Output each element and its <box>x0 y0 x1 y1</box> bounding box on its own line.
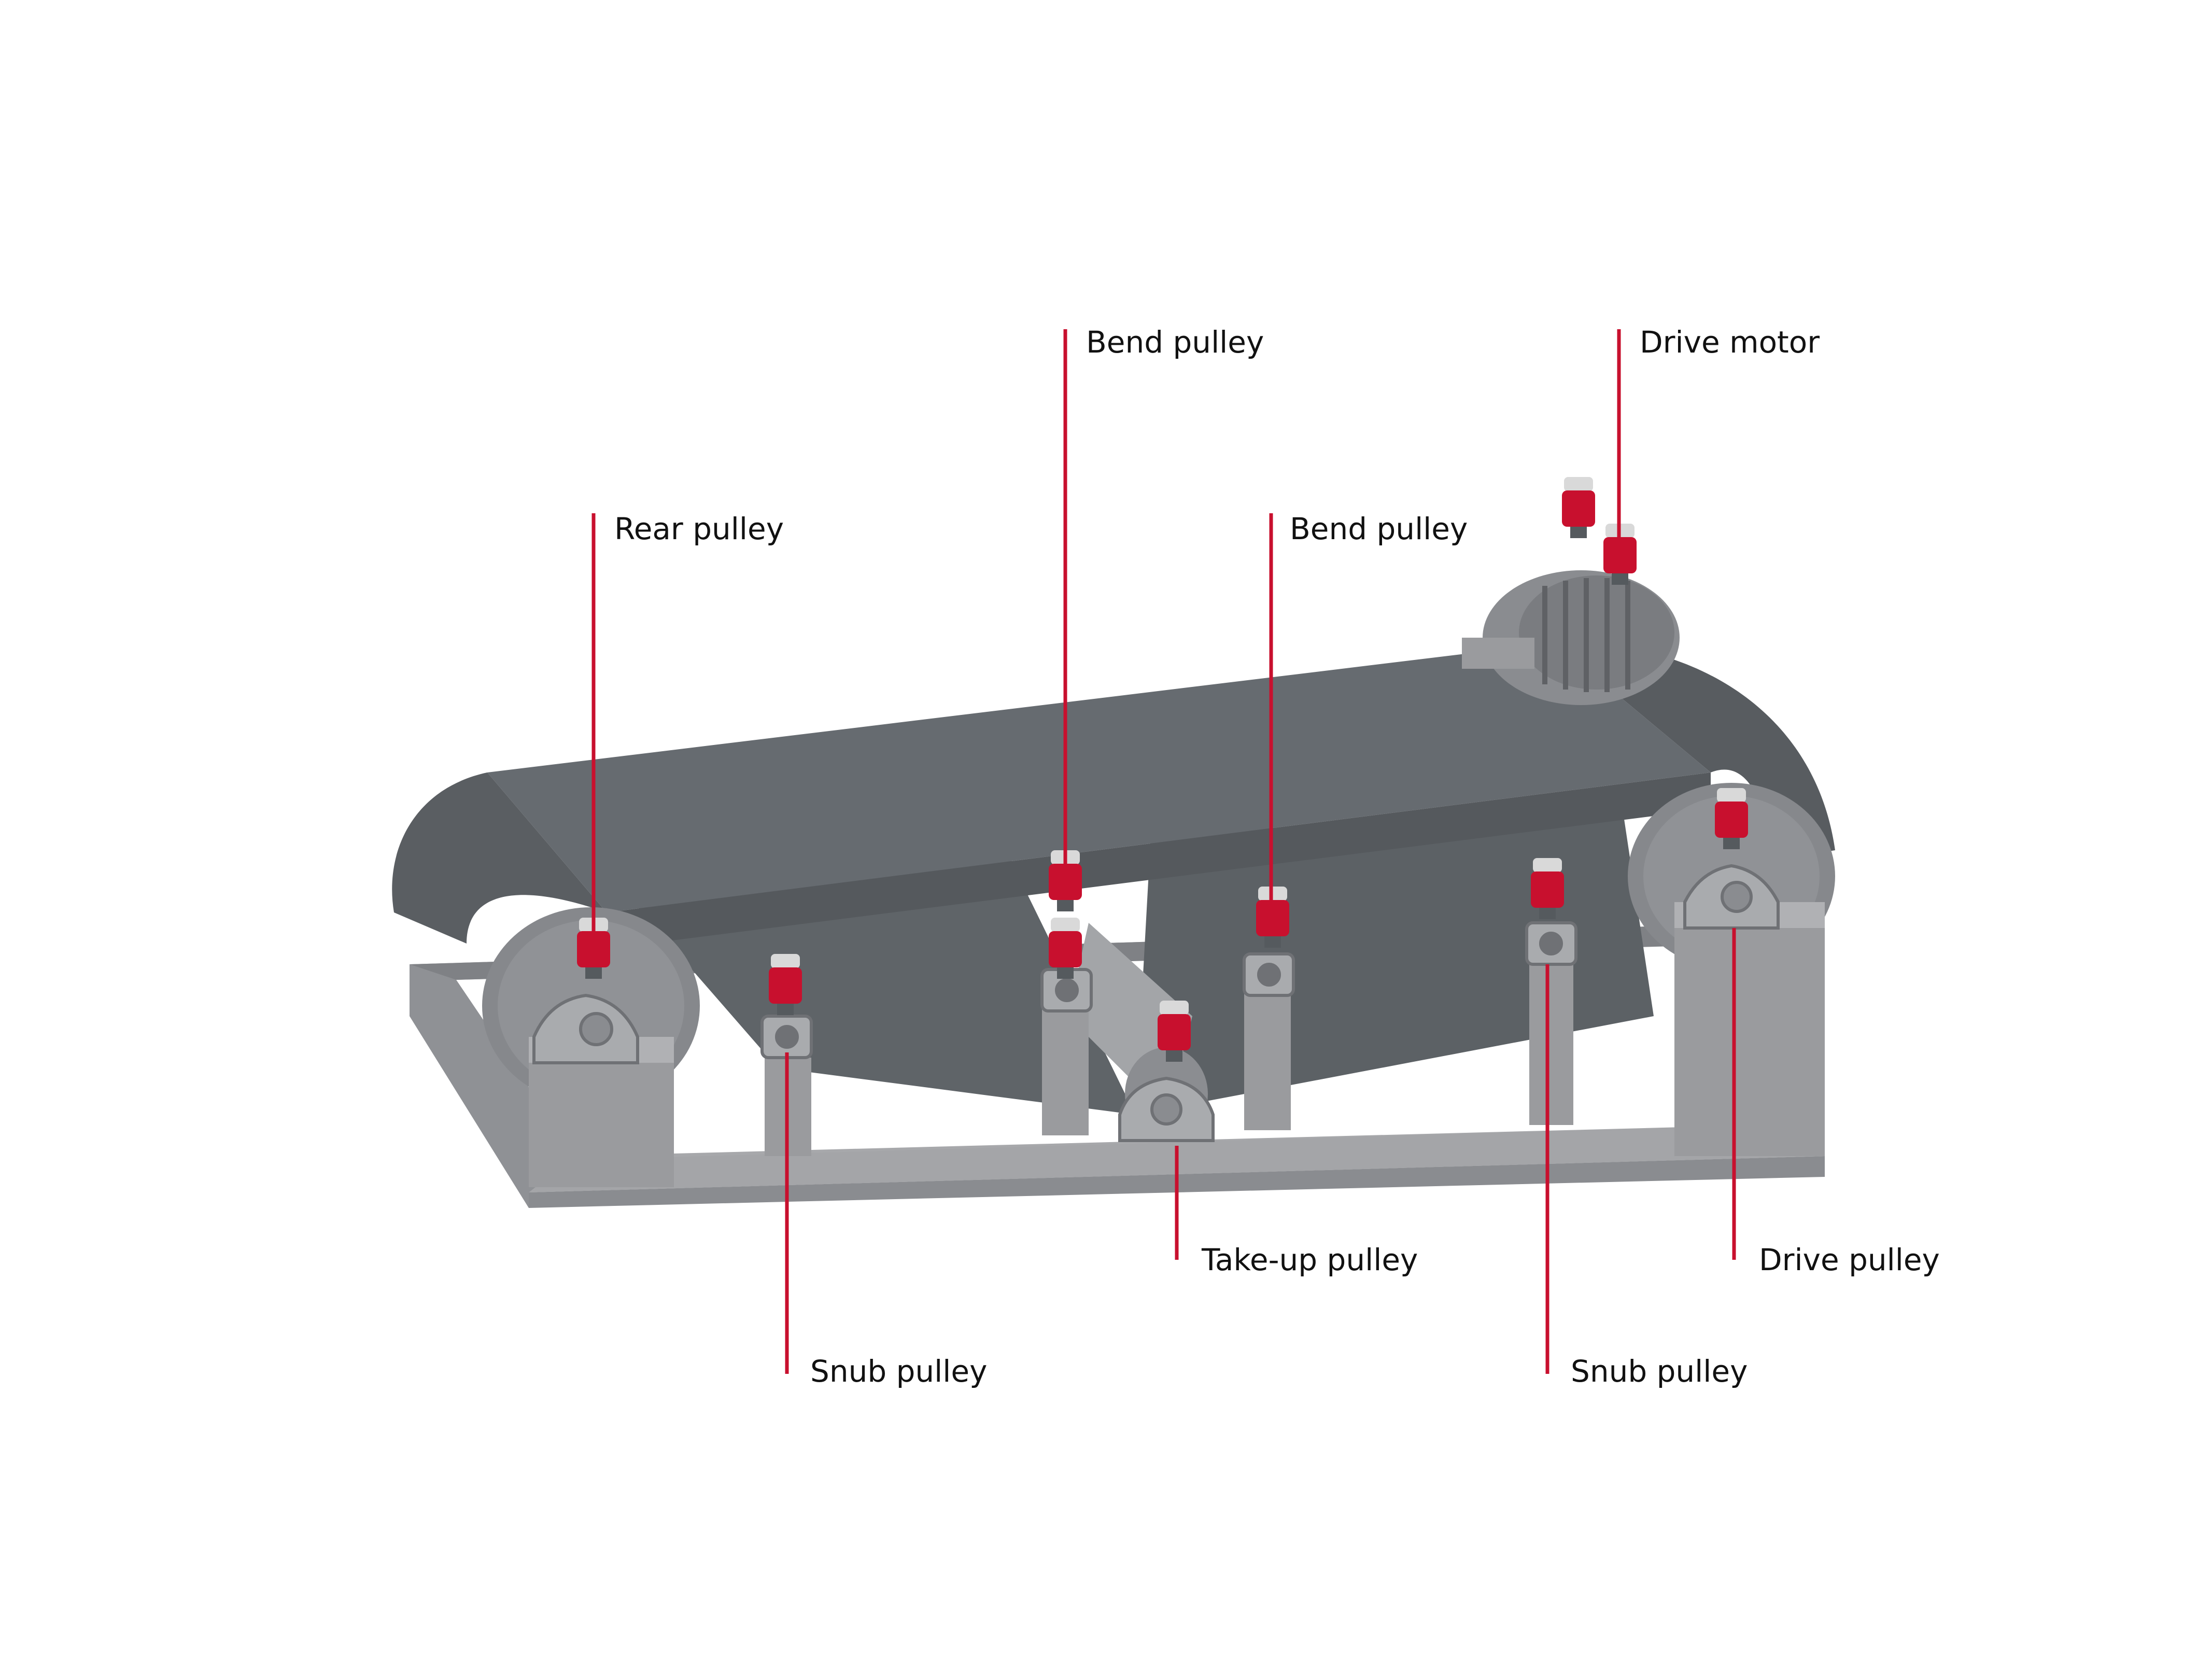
label-snub-pulley-2: Snub pulley <box>1571 1354 1748 1389</box>
label-snub-pulley-1: Snub pulley <box>810 1354 987 1389</box>
lubricator-bend-1b <box>1049 918 1082 979</box>
lubricator-take-up <box>1158 1001 1191 1062</box>
label-bend-pulley-1: Bend pulley <box>1086 325 1264 360</box>
leader-lines <box>591 329 1736 1374</box>
labels: Rear pulley Bend pulley Bend pulley Driv… <box>614 325 1940 1389</box>
label-rear-pulley: Rear pulley <box>614 511 784 546</box>
lubricator-motor-1 <box>1562 477 1595 538</box>
label-drive-motor: Drive motor <box>1640 325 1820 360</box>
drive-motor <box>1462 570 1680 705</box>
lubricators <box>577 477 1748 1062</box>
label-bend-pulley-2: Bend pulley <box>1290 511 1468 546</box>
label-take-up-pulley: Take-up pulley <box>1201 1242 1418 1277</box>
lubricator-snub-2 <box>1531 858 1564 919</box>
lubricator-bend-1 <box>1049 850 1082 911</box>
lubricator-drive <box>1715 788 1748 849</box>
lubricator-snub-1 <box>769 954 802 1015</box>
label-drive-pulley: Drive pulley <box>1759 1242 1940 1277</box>
bearings <box>532 864 1780 1142</box>
